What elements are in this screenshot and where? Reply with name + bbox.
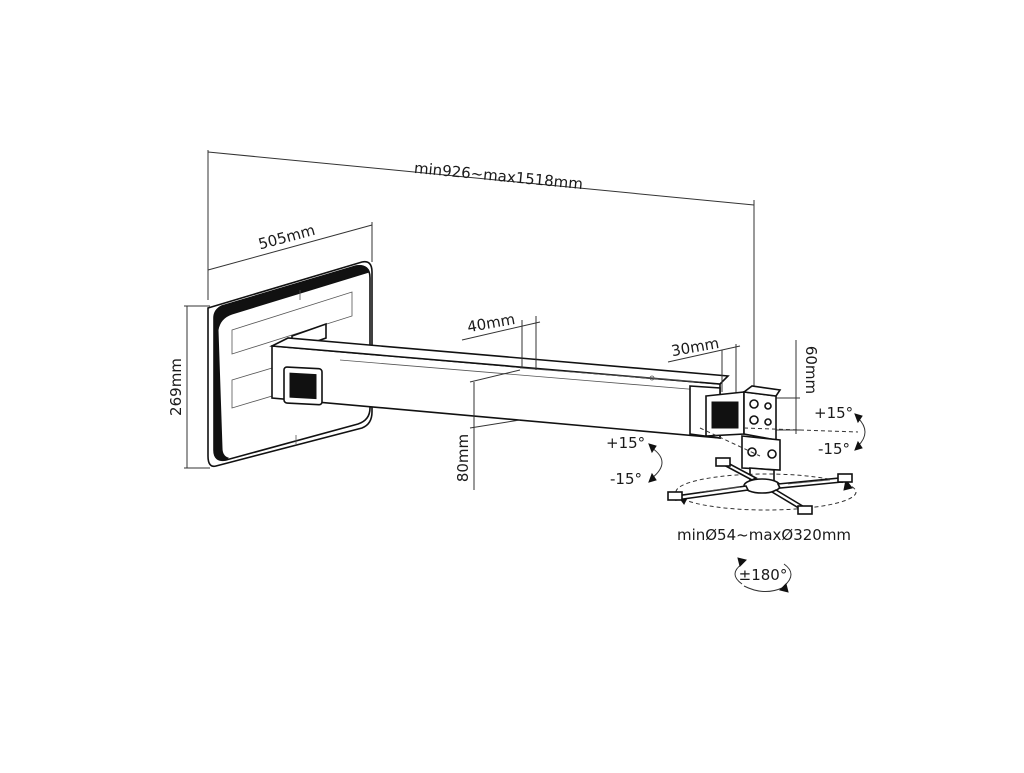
head-height-label: 60mm bbox=[802, 346, 820, 394]
side-tilt-minus-label: -15° bbox=[818, 440, 850, 458]
head-height-dimension: 60mm bbox=[776, 340, 820, 434]
telescopic-arm bbox=[269, 337, 730, 439]
tilt-head bbox=[699, 385, 859, 485]
rotation-label: ±180° bbox=[739, 566, 788, 584]
front-tilt-minus-label: -15° bbox=[610, 470, 642, 488]
side-tilt-plus-label: +15° bbox=[814, 404, 853, 422]
plate-height-label: 269mm bbox=[167, 358, 185, 416]
rotation-indicator: ±180° bbox=[734, 557, 792, 593]
arm-width-label: 40mm bbox=[466, 310, 517, 336]
spider-bracket bbox=[667, 457, 857, 515]
plate-height-dimension: 269mm bbox=[167, 305, 210, 469]
arm-height-dimension: 80mm bbox=[454, 369, 521, 490]
total-length-label: min926~max1518mm bbox=[413, 159, 584, 193]
side-tilt-indicator: +15° -15° bbox=[814, 404, 866, 458]
bracket-range-label: minØ54~maxØ320mm bbox=[677, 526, 851, 544]
arm-height-label: 80mm bbox=[454, 434, 472, 482]
front-tilt-plus-label: +15° bbox=[606, 434, 645, 452]
front-tilt-indicator: +15° -15° bbox=[606, 434, 663, 488]
